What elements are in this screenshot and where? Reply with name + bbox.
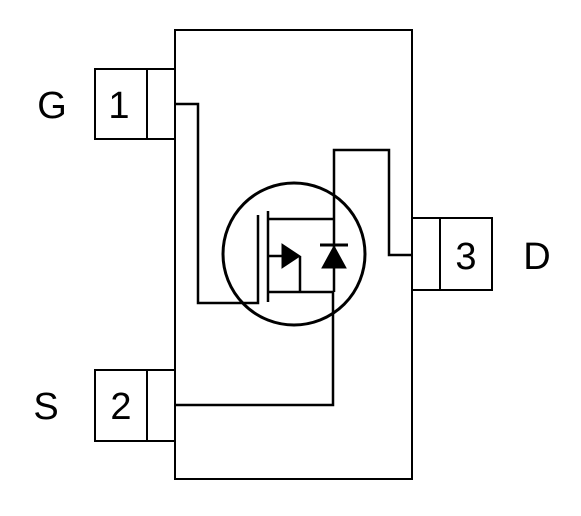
pin-1-number: 1 [108,85,129,127]
mosfet-symbol-icon [221,181,367,327]
pin-source: 2 S [33,369,176,442]
pin-3-pad [411,217,493,291]
drain-wire [332,148,412,257]
pin-gate: 1 G [37,68,176,140]
diode-triangle [321,244,347,269]
pin-3-number: 3 [455,236,476,278]
pin-1-label: G [37,85,67,127]
pin-2-pad [94,369,176,442]
pin-1-pad [94,68,176,140]
mosfet-circle [221,181,367,327]
pin-3-label: D [523,236,550,278]
gate-wire [175,102,260,305]
body-arrow-icon [281,243,301,269]
pin-2-number: 2 [110,386,131,428]
pin-2-label: S [33,386,58,428]
source-wire [175,292,335,407]
pin-drain: 3 D [411,217,551,291]
body-diode-icon [320,219,348,292]
